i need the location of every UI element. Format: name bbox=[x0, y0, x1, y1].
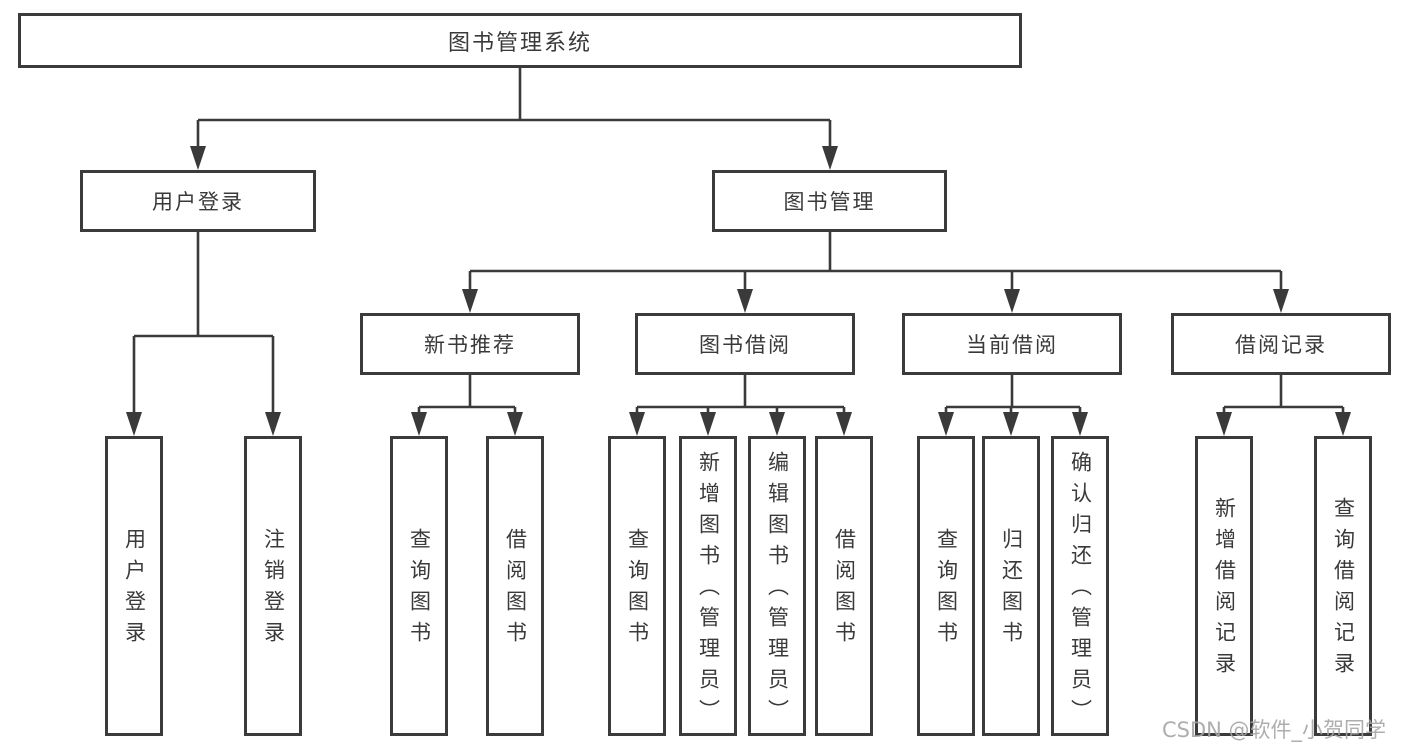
arrow-down-icon bbox=[1273, 289, 1289, 313]
node-book-management: 图书管理 bbox=[712, 170, 947, 232]
node-label: 编辑图书（管理员） bbox=[765, 450, 790, 730]
arrow-down-icon bbox=[822, 146, 838, 170]
arrow-down-icon bbox=[836, 412, 852, 436]
node-label: 当前借阅 bbox=[966, 333, 1058, 357]
arrow-down-icon bbox=[265, 412, 281, 436]
leaf-recommend-borrow-books: 借阅图书 bbox=[486, 436, 544, 736]
leaf-user-login: 用户登录 bbox=[105, 436, 163, 736]
connector-book-borrow bbox=[629, 375, 852, 436]
node-label: 图书借阅 bbox=[699, 333, 791, 357]
node-label: 图书管理系统 bbox=[447, 30, 592, 56]
node-label: 用户登录 bbox=[152, 190, 244, 214]
arrow-down-icon bbox=[737, 289, 753, 313]
arrow-down-icon bbox=[1335, 412, 1351, 436]
csdn-watermark: CSDN @软件_小贺同学 bbox=[1162, 718, 1387, 742]
node-label: 借阅图书 bbox=[832, 528, 857, 652]
node-label: 归还图书 bbox=[999, 528, 1024, 652]
node-label: 用户登录 bbox=[122, 528, 147, 652]
arrow-down-icon bbox=[1072, 412, 1088, 436]
connector-borrow-records bbox=[1216, 375, 1351, 436]
leaf-edit-books-admin: 编辑图书（管理员） bbox=[748, 436, 806, 736]
node-label: 查询图书 bbox=[625, 528, 650, 652]
leaf-return-books: 归还图书 bbox=[982, 436, 1040, 736]
node-label: 注销登录 bbox=[261, 528, 286, 652]
node-label: 新书推荐 bbox=[424, 333, 516, 357]
node-user-login: 用户登录 bbox=[80, 170, 316, 232]
leaf-recommend-query-books: 查询图书 bbox=[390, 436, 448, 736]
leaf-logout: 注销登录 bbox=[244, 436, 302, 736]
node-label: 图书管理 bbox=[783, 190, 876, 214]
leaf-confirm-return-admin: 确认归还（管理员） bbox=[1051, 436, 1109, 736]
leaf-add-books-admin: 新增图书（管理员） bbox=[679, 436, 737, 736]
arrow-down-icon bbox=[769, 412, 785, 436]
node-library-management-system: 图书管理系统 bbox=[18, 13, 1022, 68]
leaf-query-borrow-record: 查询借阅记录 bbox=[1314, 436, 1372, 736]
arrow-down-icon bbox=[462, 289, 478, 313]
leaf-borrow-books: 借阅图书 bbox=[815, 436, 873, 736]
node-label: 查询图书 bbox=[407, 528, 432, 652]
node-current-borrow: 当前借阅 bbox=[902, 313, 1122, 375]
node-borrow-records: 借阅记录 bbox=[1171, 313, 1391, 375]
arrow-down-icon bbox=[1003, 412, 1019, 436]
leaf-borrow-query-books: 查询图书 bbox=[608, 436, 666, 736]
connector-new-book-recommend bbox=[411, 375, 523, 436]
arrow-down-icon bbox=[1216, 412, 1232, 436]
node-book-borrow: 图书借阅 bbox=[635, 313, 855, 375]
leaf-add-borrow-record: 新增借阅记录 bbox=[1195, 436, 1253, 736]
node-label: 借阅图书 bbox=[503, 528, 528, 652]
arrow-down-icon bbox=[938, 412, 954, 436]
node-label: 查询借阅记录 bbox=[1331, 497, 1356, 683]
node-label: 新增图书（管理员） bbox=[696, 450, 721, 730]
node-label: 确认归还（管理员） bbox=[1068, 450, 1093, 730]
arrow-down-icon bbox=[190, 146, 206, 170]
node-label: 新增借阅记录 bbox=[1212, 497, 1237, 683]
leaf-current-query-books: 查询图书 bbox=[917, 436, 975, 736]
arrow-down-icon bbox=[700, 412, 716, 436]
arrow-down-icon bbox=[507, 412, 523, 436]
node-label: 查询图书 bbox=[934, 528, 959, 652]
arrow-down-icon bbox=[1004, 289, 1020, 313]
arrow-down-icon bbox=[126, 412, 142, 436]
arrow-down-icon bbox=[629, 412, 645, 436]
arrow-down-icon bbox=[411, 412, 427, 436]
connector-book-management bbox=[462, 232, 1289, 313]
connector-current-borrow bbox=[938, 375, 1088, 436]
connector-root bbox=[190, 68, 838, 170]
node-new-book-recommend: 新书推荐 bbox=[360, 313, 580, 375]
node-label: 借阅记录 bbox=[1235, 333, 1327, 357]
connector-user-login bbox=[126, 232, 281, 436]
